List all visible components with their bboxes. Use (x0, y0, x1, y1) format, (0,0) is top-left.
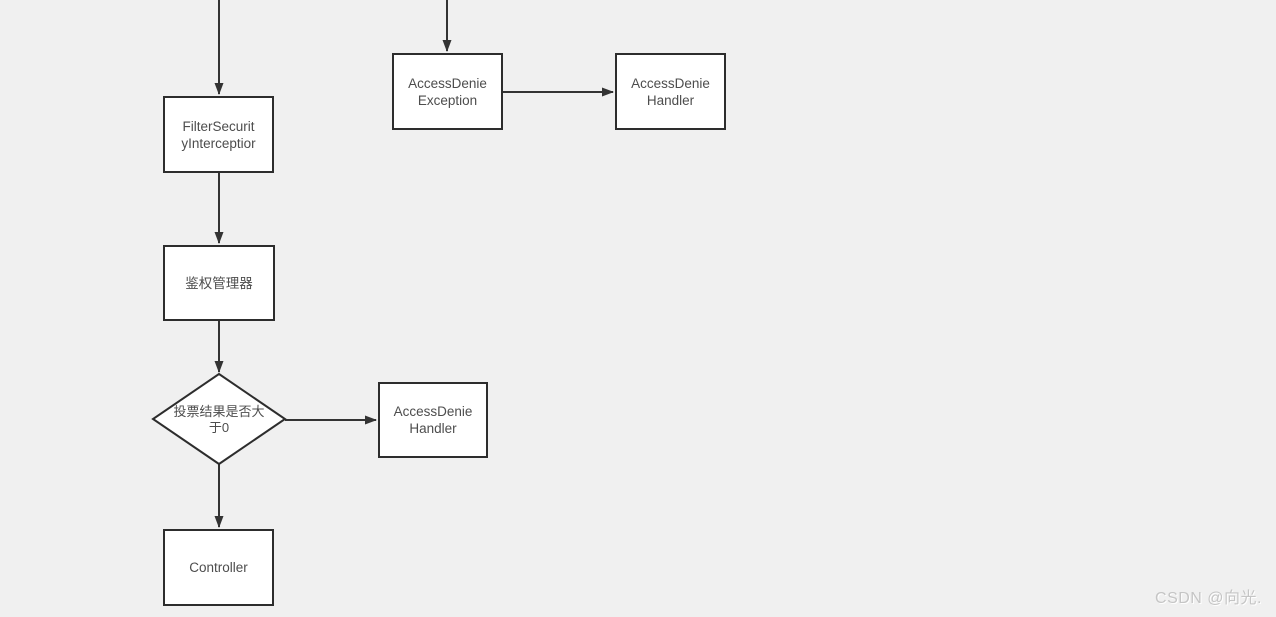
node-access-denie-exception-label: AccessDenie Exception (408, 75, 487, 108)
node-authz-manager-label: 鉴权管理器 (185, 275, 253, 291)
node-access-denie-handler-mid-label: AccessDenie Handler (393, 404, 473, 436)
node-authz-manager: 鉴权管理器 (163, 245, 275, 321)
decision-diamond-shape (151, 372, 287, 466)
node-access-denie-handler-top-label: AccessDenie Handler (631, 75, 710, 108)
node-controller: Controller (163, 529, 274, 606)
node-access-denie-handler-mid: AccessDenie Handler (378, 382, 488, 458)
node-filter-security-interceptor-label: FilterSecurit yInterceptior (181, 118, 256, 151)
node-filter-security-interceptor: FilterSecurit yInterceptior (163, 96, 274, 173)
node-access-denie-handler-top: AccessDenie Handler (615, 53, 726, 130)
node-access-denie-exception: AccessDenie Exception (392, 53, 503, 130)
watermark: CSDN @向光. (1155, 590, 1262, 607)
node-controller-label: Controller (189, 560, 248, 575)
